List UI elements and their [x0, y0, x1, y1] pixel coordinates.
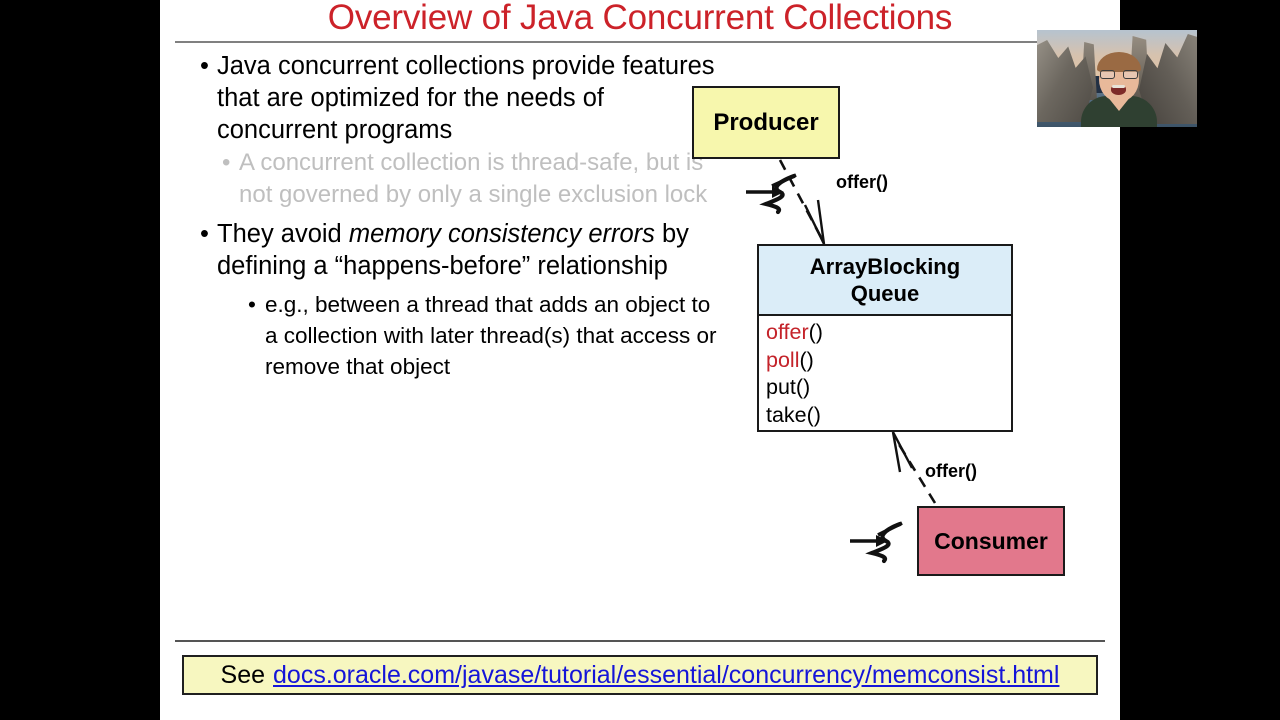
webcam-presenter-teeth — [1112, 85, 1125, 88]
method-parens: () — [806, 402, 821, 427]
slide-canvas: Overview of Java Concurrent Collections … — [160, 0, 1120, 720]
bullet-marker-icon: • — [248, 292, 256, 317]
bullet-marker-icon: • — [222, 149, 231, 176]
thread-squiggle-icon-producer — [746, 173, 797, 215]
bullet-text-3-part-1: They avoid — [217, 220, 349, 248]
bullet-list: • Java concurrent collections provide fe… — [160, 50, 720, 382]
footer-divider — [175, 640, 1105, 642]
consumer-box: Consumer — [917, 506, 1065, 576]
edge-label-offer-producer: offer() — [836, 172, 888, 192]
method-name-put: put — [766, 375, 796, 399]
queue-method-row: put() — [766, 374, 1011, 402]
diagram-connectors — [746, 159, 937, 564]
reference-url-link[interactable]: docs.oracle.com/javase/tutorial/essentia… — [273, 660, 1060, 689]
method-name-offer: offer — [766, 320, 809, 344]
presenter-webcam-overlay — [1037, 30, 1197, 127]
bullet-text-4: e.g., between a thread that adds an obje… — [265, 292, 717, 379]
bullet-marker-icon: • — [200, 220, 209, 248]
edge-producer-to-queue — [778, 159, 826, 245]
bullet-text-3-part-3: by defining a “happens-before” relations… — [217, 220, 689, 280]
bullet-item-1: • Java concurrent collections provide fe… — [160, 50, 720, 146]
webcam-presenter-glasses — [1100, 70, 1138, 79]
reference-link-bar[interactable]: See docs.oracle.com/javase/tutorial/esse… — [182, 655, 1098, 695]
method-name-poll: poll — [766, 347, 800, 372]
method-parens: () — [795, 375, 811, 399]
producer-box: Producer — [692, 86, 840, 159]
edge-consumer-to-queue — [891, 431, 937, 504]
queue-method-row: poll() — [766, 347, 1011, 375]
title-divider — [175, 41, 1105, 43]
queue-header: ArrayBlocking Queue — [759, 246, 1011, 316]
page-title: Overview of Java Concurrent Collections — [327, 0, 953, 37]
consumer-label: Consumer — [934, 527, 1048, 554]
webcam-presenter-hair — [1097, 52, 1141, 72]
bullet-text-1: Java concurrent collections provide feat… — [217, 52, 715, 144]
method-parens: () — [799, 347, 814, 372]
bullet-text-3-emphasis: memory consistency errors — [348, 220, 655, 248]
queue-method-row: offer() — [766, 319, 1011, 347]
thread-squiggle-icon-consumer — [850, 521, 903, 564]
array-blocking-queue-box: ArrayBlocking Queue offer() poll() put()… — [757, 244, 1013, 432]
edge-label-offer-consumer: offer() — [925, 461, 977, 481]
bullet-item-3: • They avoid memory consistency errors b… — [160, 218, 720, 282]
method-name-take: take — [766, 402, 807, 427]
queue-method-list: offer() poll() put() take() — [759, 316, 1011, 429]
see-label: See — [220, 660, 266, 689]
queue-title-line1: ArrayBlocking — [809, 254, 961, 279]
bullet-item-2: • A concurrent collection is thread-safe… — [182, 147, 720, 211]
queue-method-row: take() — [766, 402, 1011, 430]
webcam-presenter-mouth — [1111, 85, 1126, 95]
bullet-marker-icon: • — [200, 52, 209, 80]
queue-title-line2: Queue — [850, 281, 920, 306]
method-parens: () — [808, 320, 823, 344]
producer-label: Producer — [713, 108, 819, 136]
bullet-text-2: A concurrent collection is thread-safe, … — [239, 149, 708, 208]
bullet-item-4: • e.g., between a thread that adds an ob… — [208, 289, 720, 382]
